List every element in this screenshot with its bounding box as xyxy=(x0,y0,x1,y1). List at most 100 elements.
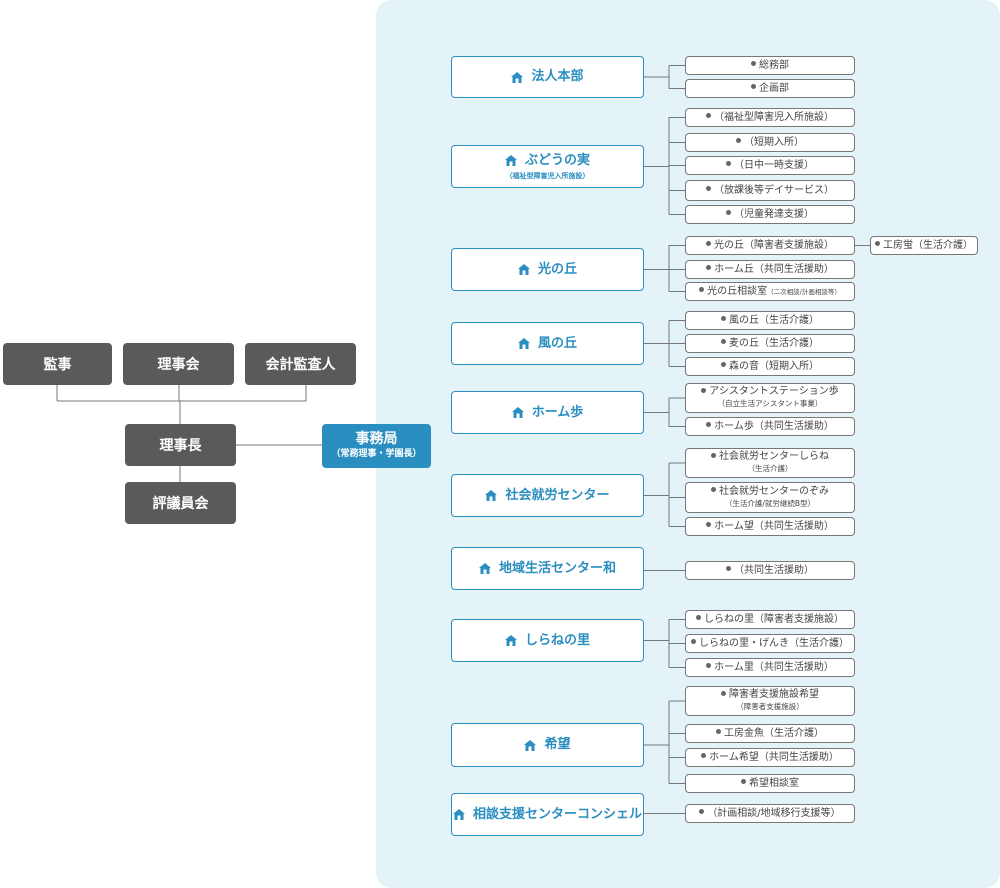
bullet-icon xyxy=(701,387,707,393)
unit-box: 社会就労センターのぞみ（生活介護/就労継続B型） xyxy=(685,482,855,513)
unit-text: 総務部 xyxy=(759,59,789,71)
unit-label: ホーム歩（共同生活援助） xyxy=(706,421,834,433)
bullet-icon xyxy=(701,753,707,758)
unit-label: 森の音（短期入所） xyxy=(721,361,819,373)
unit-text: 光の丘相談室 xyxy=(707,285,768,297)
unit-box: （日中一時支援） xyxy=(685,156,855,175)
unit-box: （短期入所） xyxy=(685,133,855,152)
facility-box: 光の丘 xyxy=(451,248,644,291)
unit-label: （放課後等デイサービス） xyxy=(706,185,834,197)
unit-text: ホーム歩（共同生活援助） xyxy=(714,420,834,432)
bullet-icon xyxy=(736,138,741,143)
unit-text: しらねの里・げんき（生活介護） xyxy=(699,637,849,649)
unit-box: アシスタントステーション歩（自立生活アシスタント事業） xyxy=(685,383,855,413)
unit-box: 総務部 xyxy=(685,56,855,75)
bullet-icon xyxy=(726,566,731,571)
unit-label: （生活介護/就労継続B型） xyxy=(725,498,815,510)
bullet-icon xyxy=(706,663,712,668)
unit-text: 森の音（短期入所） xyxy=(729,360,819,372)
bullet-icon xyxy=(706,186,711,191)
unit-box: 社会就労センターしらね（生活介護） xyxy=(685,448,855,478)
unit-text: 風の丘（生活介護） xyxy=(729,314,819,326)
unit-label: （障害者支援施設） xyxy=(736,701,804,713)
bullet-icon xyxy=(706,422,712,427)
bullet-icon xyxy=(716,729,721,734)
facility-box: ぶどうの実（福祉型障害児入所施設） xyxy=(451,145,644,188)
bullet-icon xyxy=(721,690,726,696)
facility-box: ホーム歩 xyxy=(451,391,644,434)
unit-text: （日中一時支援） xyxy=(734,159,814,171)
unit-label: 工房金魚（生活介護） xyxy=(716,728,824,740)
unit-text: アシスタントステーション歩 xyxy=(709,386,839,397)
unit-text: 麦の丘（生活介護） xyxy=(729,337,819,349)
facility-name: 法人本部 xyxy=(531,69,584,84)
unit-note: （二次相談/計画相談等） xyxy=(767,287,841,296)
facility-name: 風の丘 xyxy=(537,335,577,351)
unit-text: （共同生活援助） xyxy=(734,564,814,576)
unit-text: 企画部 xyxy=(759,82,789,94)
secretariat-title: 事務局 xyxy=(355,431,398,447)
house-icon xyxy=(504,635,517,646)
bullet-icon xyxy=(706,265,712,270)
unit-label: 希望相談室 xyxy=(741,778,799,790)
unit-text: 工房蛍（生活介護） xyxy=(883,239,973,251)
unit-text: 障害者支援施設希望 xyxy=(729,689,819,700)
facility-name: 光の丘 xyxy=(537,261,577,277)
facility-box: 相談支援センターコンシェル xyxy=(451,793,644,836)
bullet-icon xyxy=(751,61,756,66)
house-icon xyxy=(504,155,517,166)
unit-text: （短期入所） xyxy=(744,136,804,148)
unit-label: 総務部 xyxy=(751,60,789,72)
bullet-icon xyxy=(721,339,726,344)
house-icon xyxy=(478,563,491,574)
bullet-icon xyxy=(751,84,756,89)
unit-box: （児童発達支援） xyxy=(685,205,855,224)
unit-box: 工房金魚（生活介護） xyxy=(685,724,855,743)
unit-label: 麦の丘（生活介護） xyxy=(721,338,819,350)
unit-label: 風の丘（生活介護） xyxy=(721,315,819,327)
unit-box: 風の丘（生活介護） xyxy=(685,311,855,330)
bullet-icon xyxy=(699,809,705,814)
unit-label: ホーム里（共同生活援助） xyxy=(706,662,834,674)
unit-text: しらねの里（障害者支援施設） xyxy=(704,613,844,625)
unit-label: （自立生活アシスタント事業） xyxy=(718,398,823,410)
unit-label: ホーム希望（共同生活援助） xyxy=(701,752,839,764)
unit-label: 社会就労センターしらね xyxy=(711,451,829,463)
unit-label: （共同生活援助） xyxy=(726,565,814,577)
unit-box: 障害者支援施設希望（障害者支援施設） xyxy=(685,686,855,716)
unit-box: 工房蛍（生活介護） xyxy=(870,236,978,255)
accounting-auditor-box: 会計監査人 xyxy=(245,343,356,385)
facility-box: 地域生活センター和 xyxy=(451,547,644,590)
unit-text: 希望相談室 xyxy=(749,777,799,789)
unit-box: （共同生活援助） xyxy=(685,561,855,580)
bullet-icon xyxy=(721,316,726,321)
unit-box: 森の音（短期入所） xyxy=(685,357,855,376)
unit-label: （生活介護） xyxy=(748,463,793,475)
unit-box: 企画部 xyxy=(685,79,855,98)
unit-text: 工房金魚（生活介護） xyxy=(724,727,824,739)
board-of-directors-box: 理事会 xyxy=(123,343,234,385)
house-icon xyxy=(485,490,498,501)
unit-text: （児童発達支援） xyxy=(734,208,814,220)
bullet-icon xyxy=(741,779,746,784)
unit-box: ホーム里（共同生活援助） xyxy=(685,658,855,677)
unit-box: （福祉型障害児入所施設） xyxy=(685,108,855,127)
unit-text: （生活介護/就労継続B型） xyxy=(724,498,816,508)
facility-name: 社会就労センター xyxy=(505,487,610,503)
facility-box: 社会就労センター xyxy=(451,474,644,517)
unit-box: ホーム丘（共同生活援助） xyxy=(685,260,855,279)
unit-text: ホーム丘（共同生活援助） xyxy=(714,263,834,275)
unit-label: （福祉型障害児入所施設） xyxy=(706,112,834,124)
unit-label: （児童発達支援） xyxy=(726,209,814,221)
house-icon xyxy=(524,739,537,751)
facility-name: 相談支援センターコンシェル xyxy=(472,806,642,822)
facility-name: しらねの里 xyxy=(524,632,590,648)
facility-name: ホーム歩 xyxy=(531,404,584,420)
unit-text: （計画相談/地域移行支援等） xyxy=(707,807,841,819)
unit-label: アシスタントステーション歩 xyxy=(701,386,839,398)
unit-label: 企画部 xyxy=(751,83,789,95)
bullet-icon xyxy=(706,241,711,246)
unit-label: ホーム丘（共同生活援助） xyxy=(706,264,834,276)
auditor-box: 監事 xyxy=(3,343,112,385)
